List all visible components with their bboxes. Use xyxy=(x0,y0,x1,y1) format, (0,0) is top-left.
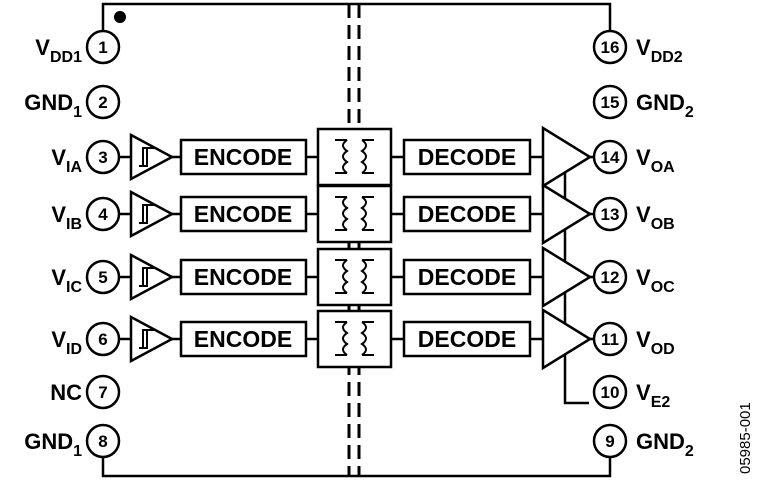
pin-number-13: 13 xyxy=(601,205,620,224)
encode-label: ENCODE xyxy=(194,201,292,227)
pin-number-15: 15 xyxy=(601,93,620,112)
pin-number-7: 7 xyxy=(98,383,107,402)
channel-3: ENCODE DECODE xyxy=(119,245,594,309)
decode-label: DECODE xyxy=(418,201,516,227)
schmitt-buffer-icon xyxy=(129,132,175,182)
figure-code: 05985-001 xyxy=(737,402,754,474)
transformer-coil-primary-icon xyxy=(342,259,349,294)
pin1-marker-dot xyxy=(114,11,126,23)
decode-block xyxy=(402,195,532,233)
output-buffer-icon xyxy=(541,182,593,246)
pin-number-5: 5 xyxy=(98,268,107,287)
transformer-coil-secondary-icon xyxy=(360,139,367,174)
encode-block xyxy=(179,258,308,296)
decode-label: DECODE xyxy=(418,264,516,290)
pin-label-9: GND2 xyxy=(636,429,694,460)
pin-label-14: VOA xyxy=(636,145,675,176)
pin-number-4: 4 xyxy=(98,205,108,224)
pin-circle-1 xyxy=(85,29,121,65)
hysteresis-symbol-icon xyxy=(139,204,154,224)
schmitt-buffer-icon xyxy=(129,189,175,239)
pin-label-4: VIB xyxy=(51,202,82,233)
pin-number-3: 3 xyxy=(98,148,107,167)
pin-label-11: VOD xyxy=(636,327,675,358)
pin-label-12: VOC xyxy=(636,265,675,296)
pin-label-8: GND1 xyxy=(24,429,82,460)
pin-number-14: 14 xyxy=(601,148,620,167)
decode-label: DECODE xyxy=(418,326,516,352)
encode-block xyxy=(179,138,308,176)
transformer-box xyxy=(316,309,393,369)
encode-label: ENCODE xyxy=(194,144,292,170)
transformer-coil-secondary-icon xyxy=(360,259,367,294)
package-outline-bottom xyxy=(101,458,612,478)
pin-label-7: NC xyxy=(50,380,82,405)
decode-block xyxy=(402,258,532,296)
hysteresis-symbol-icon xyxy=(139,147,154,167)
output-buffer-icon xyxy=(541,125,593,189)
package-outline xyxy=(101,2,612,30)
pin-number-16: 16 xyxy=(601,38,620,57)
pin-circle-2 xyxy=(85,84,121,120)
pin-label-3: VIA xyxy=(51,145,82,176)
pin-label-10: VE2 xyxy=(636,380,670,411)
pin-label-6: VID xyxy=(51,327,82,358)
decode-label: DECODE xyxy=(418,144,516,170)
pin-number-11: 11 xyxy=(601,330,619,349)
pin-label-5: VIC xyxy=(51,265,82,296)
pin-label-15: GND2 xyxy=(636,90,694,121)
pin-circle-15 xyxy=(592,84,628,120)
transformer-coil-primary-icon xyxy=(342,321,349,356)
pin-circle-10 xyxy=(592,374,628,410)
pin-number-6: 6 xyxy=(98,330,107,349)
transformer-coil-secondary-icon xyxy=(360,196,367,231)
channel-4: ENCODE DECODE xyxy=(119,307,594,371)
channel-2: ENCODE DECODE xyxy=(119,182,594,246)
encode-label: ENCODE xyxy=(194,264,292,290)
pin-circle-7 xyxy=(85,374,121,410)
pin-number-8: 8 xyxy=(98,432,107,451)
pin-number-10: 10 xyxy=(601,383,620,402)
decode-block xyxy=(402,320,532,358)
decode-block xyxy=(402,138,532,176)
transformer-coil-primary-icon xyxy=(342,139,349,174)
pin-number-9: 9 xyxy=(605,432,614,451)
output-buffer-icon xyxy=(541,307,593,371)
pin-circle-9 xyxy=(592,423,628,459)
pin-number-2: 2 xyxy=(98,93,107,112)
enable-bus-line xyxy=(563,158,589,405)
pin-label-16: VDD2 xyxy=(636,35,683,66)
transformer-coil-secondary-icon xyxy=(360,321,367,356)
schmitt-buffer-icon xyxy=(129,252,175,302)
channel-1: ENCODE DECODE xyxy=(119,125,594,189)
encode-block xyxy=(179,320,308,358)
transformer-box xyxy=(316,184,393,244)
encode-label: ENCODE xyxy=(194,326,292,352)
schmitt-buffer-icon xyxy=(129,314,175,364)
pin-circle-8 xyxy=(85,423,121,459)
pin-number-1: 1 xyxy=(98,38,107,57)
pin-label-13: VOB xyxy=(636,202,675,233)
hysteresis-symbol-icon xyxy=(139,267,154,287)
pin-number-12: 12 xyxy=(601,268,620,287)
transformer-box xyxy=(316,247,393,307)
pin-label-2: GND1 xyxy=(24,90,82,121)
pin-circle-16 xyxy=(592,29,628,65)
encode-block xyxy=(179,195,308,233)
transformer-coil-primary-icon xyxy=(342,196,349,231)
hysteresis-symbol-icon xyxy=(139,329,154,349)
pin-label-1: VDD1 xyxy=(35,35,82,66)
transformer-box xyxy=(316,127,393,187)
output-buffer-icon xyxy=(541,245,593,309)
